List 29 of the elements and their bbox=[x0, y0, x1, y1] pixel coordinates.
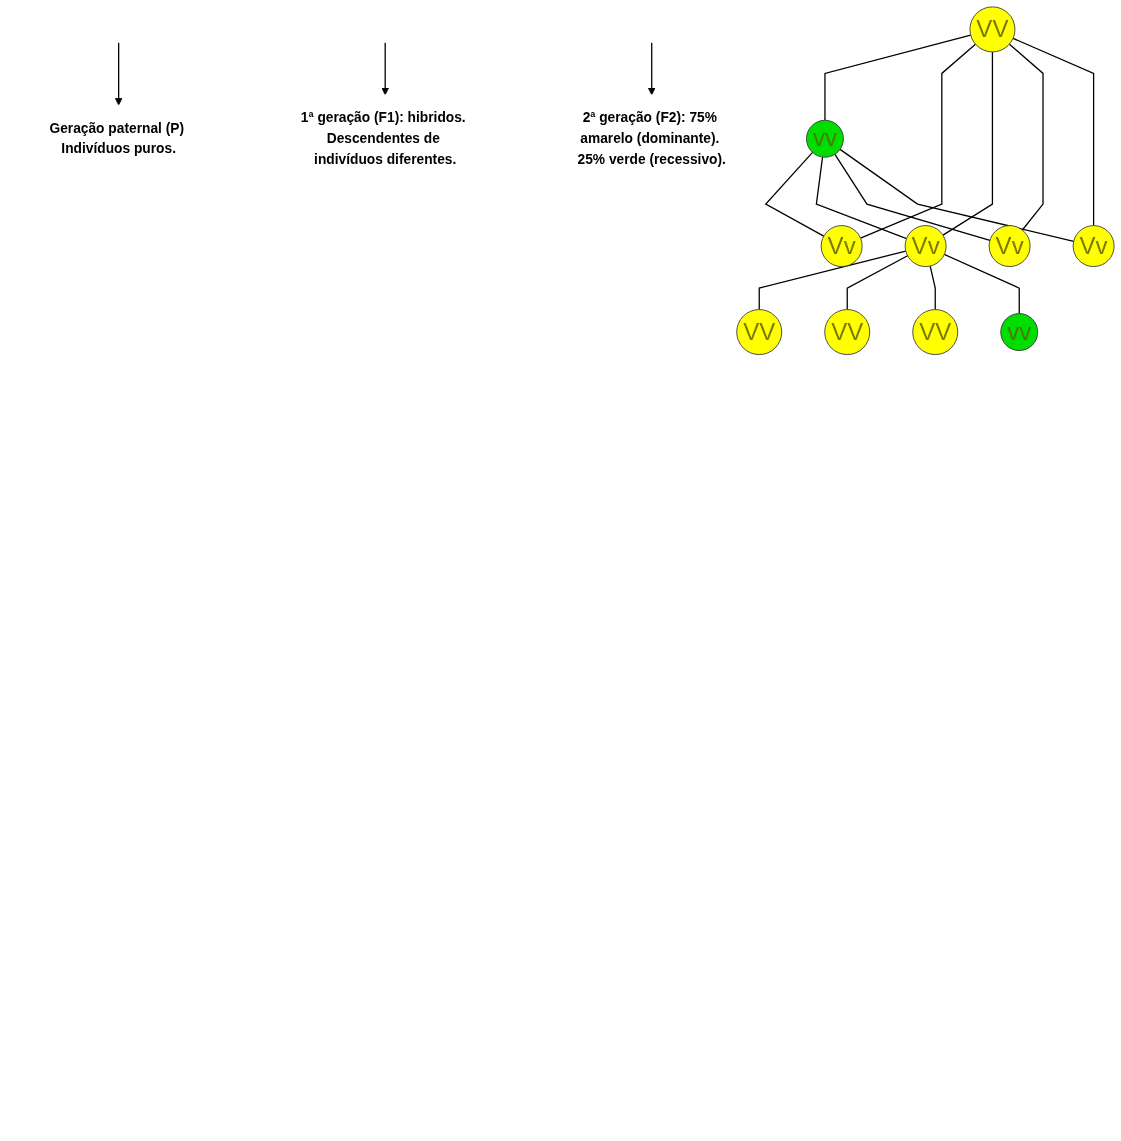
connector bbox=[1008, 43, 1044, 231]
connector bbox=[943, 253, 1020, 315]
node-circle: Vv bbox=[988, 225, 1031, 267]
node-circle: vv bbox=[806, 119, 844, 158]
arrow bbox=[647, 41, 656, 96]
arrow bbox=[114, 41, 123, 106]
connector bbox=[764, 151, 825, 237]
connector bbox=[1012, 37, 1095, 227]
node-circle: VV bbox=[912, 309, 959, 355]
node-text: 1ª geração (F1): hibridos. Descendentes de indivíduos diferentes. bbox=[300, 110, 466, 167]
connector bbox=[942, 51, 994, 236]
connector bbox=[758, 250, 907, 311]
node-circle: VV bbox=[969, 6, 1016, 53]
connector bbox=[839, 148, 1075, 242]
connector bbox=[834, 153, 991, 241]
node-circle: vv bbox=[1000, 313, 1039, 351]
node-circle: VV bbox=[824, 309, 871, 355]
connector bbox=[815, 156, 908, 240]
node-circle: VV bbox=[736, 309, 783, 355]
arrow bbox=[381, 41, 389, 96]
connector bbox=[929, 265, 936, 311]
node-circle: Vv bbox=[1072, 225, 1115, 267]
node-text: 2ª geração (F2): 75% amarelo (dominante). 25% verde (recessivo). bbox=[577, 110, 726, 167]
connector bbox=[846, 255, 909, 311]
node-circle: Vv bbox=[820, 225, 863, 267]
node-text: Geração paternal (P) Indivíduos puros. bbox=[49, 120, 185, 156]
node-circle: Vv bbox=[904, 225, 947, 267]
connector bbox=[859, 43, 977, 239]
connector bbox=[824, 34, 972, 121]
